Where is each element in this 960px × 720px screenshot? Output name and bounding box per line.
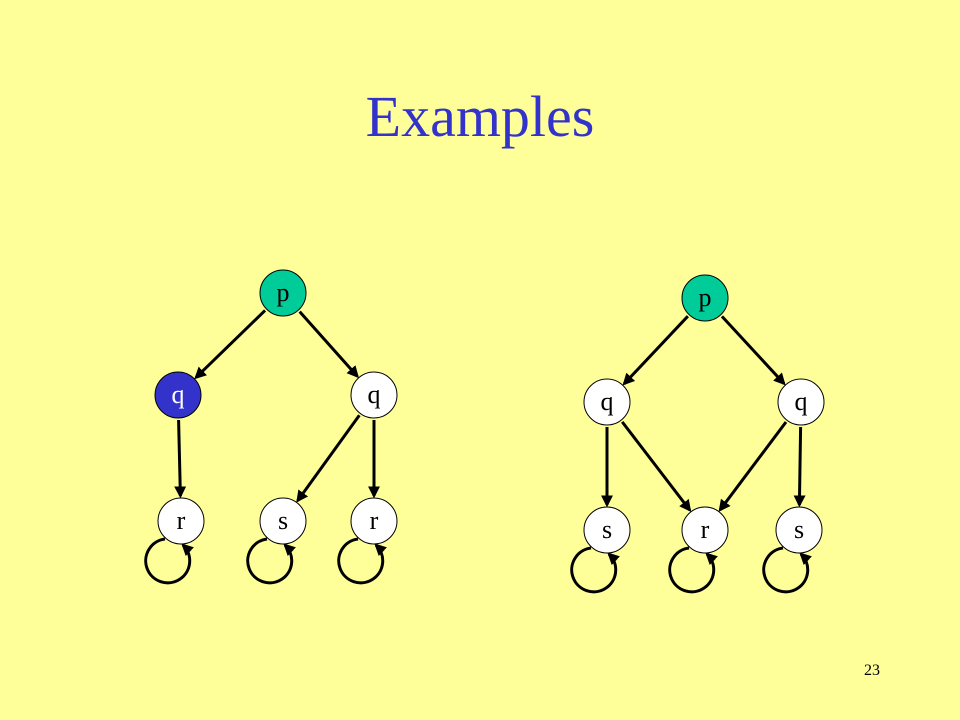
node-circle [775, 506, 823, 554]
node-label: q [601, 387, 614, 416]
node-label: q [368, 380, 381, 409]
self-loop-s1 [246, 537, 297, 585]
node-circle [777, 378, 825, 426]
node-circle [681, 506, 729, 554]
diagram-left: p q q r s r [144, 269, 398, 585]
node-label: s [794, 515, 804, 544]
node-circle [583, 506, 631, 554]
node-circle [157, 497, 205, 545]
node-label: r [177, 506, 186, 535]
node-circle [259, 269, 307, 317]
node-q1: q [583, 378, 631, 426]
node-circle [259, 497, 307, 545]
node-circle [583, 378, 631, 426]
node-label: q [172, 380, 185, 409]
node-r1: r [681, 506, 729, 554]
node-label: s [278, 506, 288, 535]
node-label: s [602, 515, 612, 544]
node-s1: s [259, 497, 307, 545]
node-circle [350, 371, 398, 419]
node-label: p [277, 278, 290, 307]
node-label: r [701, 515, 710, 544]
edge-p-to-q1 [622, 315, 689, 386]
slide-number: 23 [864, 662, 880, 679]
edge-q2-to-s1 [296, 414, 361, 503]
edge-q2-to-s2 [793, 426, 806, 508]
node-q1: q [154, 371, 202, 419]
node-circle [350, 497, 398, 545]
self-loop-r1 [668, 546, 719, 594]
node-label: q [795, 387, 808, 416]
self-loop-s1 [570, 546, 621, 594]
edge-p-to-q1 [194, 309, 267, 380]
node-s1: s [583, 506, 631, 554]
node-q2: q [350, 371, 398, 419]
edge-q1-to-r1 [174, 419, 187, 499]
node-p: p [681, 274, 729, 322]
self-loop-r2 [337, 537, 388, 585]
slide-title: Examples [365, 84, 595, 149]
node-r2: r [350, 497, 398, 545]
edge-q2-to-r1 [718, 421, 788, 512]
node-p: p [259, 269, 307, 317]
node-circle [681, 274, 729, 322]
edge-p-to-q2 [720, 315, 786, 386]
node-r1: r [157, 497, 205, 545]
self-loop-r1 [144, 537, 195, 585]
diagram-right: p q q s r s [570, 274, 825, 594]
node-label: p [699, 283, 712, 312]
node-circle [154, 371, 202, 419]
node-label: r [370, 506, 379, 535]
node-s2: s [775, 506, 823, 554]
node-q2: q [777, 378, 825, 426]
edge-q1-to-r1 [621, 420, 692, 513]
self-loop-s2 [762, 546, 813, 594]
edge-p-to-q2 [298, 310, 359, 379]
